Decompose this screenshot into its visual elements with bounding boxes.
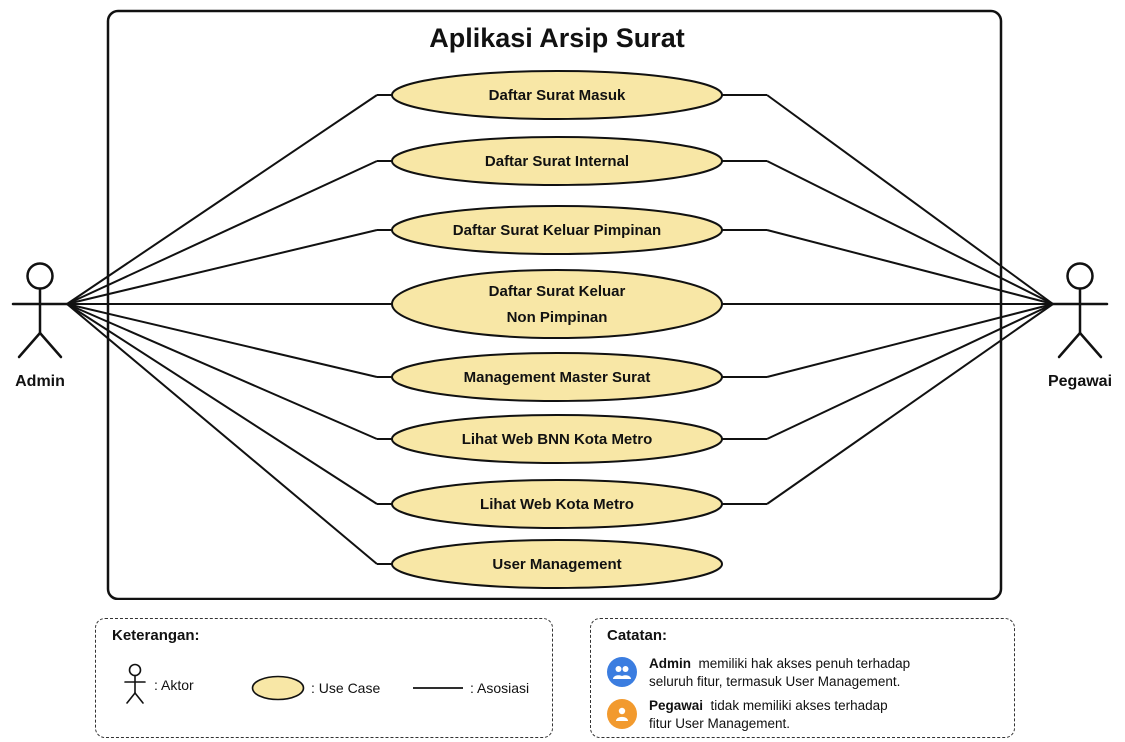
use-case-legend-icon — [251, 675, 305, 701]
association-admin-uc1 — [66, 94, 378, 305]
association-pegawai-uc6 — [766, 303, 1054, 440]
actor-pegawai — [1051, 262, 1109, 359]
association-admin-uc8 — [66, 303, 378, 565]
note-admin-text-2: seluruh fitur, termasuk User Management. — [649, 674, 901, 689]
association-pegawai-uc3 — [766, 229, 1054, 305]
association-admin-uc2 — [66, 160, 378, 305]
use-case-uc6: Lihat Web BNN Kota Metro — [391, 414, 723, 464]
actor-pegawai-label: Pegawai — [1048, 373, 1112, 390]
note-admin-text-1: memiliki hak akses penuh terhadap — [698, 656, 911, 671]
note-pegawai-text-1: tidak memiliki akses terhadap — [710, 698, 888, 713]
legend-asosiasi: : Asosiasi — [412, 679, 529, 697]
user-icon — [607, 699, 637, 729]
use-case-ellipse — [391, 136, 723, 186]
association-admin-uc7 — [66, 303, 378, 505]
use-case-ellipse — [391, 269, 723, 339]
use-case-ellipse — [391, 205, 723, 255]
use-case-ellipse — [391, 414, 723, 464]
catatan-box: Catatan: Admin memiliki hak akses penuh … — [590, 618, 1015, 738]
use-case-label: Lihat Web Kota Metro — [480, 496, 634, 513]
use-case-label: Daftar Surat Keluar Pimpinan — [453, 222, 661, 239]
actor-legend-icon — [124, 663, 146, 704]
association-pegawai-uc2 — [766, 160, 1054, 305]
use-case-uc7: Lihat Web Kota Metro — [391, 479, 723, 529]
use-case-uc5: Management Master Surat — [391, 352, 723, 402]
use-case-label: Non Pimpinan — [507, 309, 608, 326]
use-case-ellipse — [391, 70, 723, 120]
note-pegawai: Pegawai tidak memiliki akses terhadap fi… — [607, 697, 967, 733]
use-case-label: Management Master Surat — [464, 369, 651, 386]
users-icon — [607, 657, 637, 687]
association-pegawai-uc5 — [766, 303, 1054, 378]
association-lines — [66, 94, 1054, 565]
association-pegawai-uc1 — [766, 94, 1054, 305]
use-case-uc1: Daftar Surat Masuk — [391, 70, 723, 120]
use-case-uc2: Daftar Surat Internal — [391, 136, 723, 186]
actor-admin-label: Admin — [15, 373, 65, 390]
actor-admin — [11, 262, 69, 359]
legend-use-case-label: : Use Case — [311, 680, 381, 696]
association-admin-uc3 — [66, 229, 378, 305]
catatan-title: Catatan: — [607, 627, 668, 644]
use-case-label: Lihat Web BNN Kota Metro — [462, 431, 653, 448]
association-admin-uc6 — [66, 303, 378, 440]
association-pegawai-uc7 — [766, 303, 1054, 505]
use-case-label: Daftar Surat Internal — [485, 153, 629, 170]
legend-use-case: : Use Case — [251, 675, 380, 701]
note-admin: Admin memiliki hak akses penuh terhadap … — [607, 655, 967, 691]
use-case-label: Daftar Surat Masuk — [489, 87, 626, 104]
note-pegawai-text-2: fitur User Management. — [649, 716, 791, 731]
system-title: Aplikasi Arsip Surat — [429, 23, 685, 53]
keterangan-box: Keterangan: : Aktor : Use Case : Asosias… — [95, 618, 553, 738]
note-admin-actor: Admin — [649, 656, 691, 671]
legend-aktor-label: : Aktor — [154, 677, 194, 693]
use-case-ellipse — [391, 352, 723, 402]
keterangan-title: Keterangan: — [112, 627, 200, 644]
association-legend-icon — [413, 687, 463, 689]
use-case-uc8: User Management — [391, 539, 723, 589]
association-admin-uc5 — [66, 303, 378, 378]
legend-aktor: : Aktor — [122, 663, 194, 707]
use-case-ellipse — [391, 539, 723, 589]
use-case-label: User Management — [492, 556, 621, 573]
use-case-ellipse — [391, 479, 723, 529]
note-pegawai-actor: Pegawai — [649, 698, 704, 713]
use-case-diagram: Aplikasi Arsip Surat Daftar Surat MasukD… — [11, 9, 1112, 600]
system-boundary — [106, 9, 1003, 600]
use-case-uc3: Daftar Surat Keluar Pimpinan — [391, 205, 723, 255]
use-case-label: Daftar Surat Keluar — [489, 283, 626, 300]
legend-asosiasi-label: : Asosiasi — [470, 680, 530, 696]
